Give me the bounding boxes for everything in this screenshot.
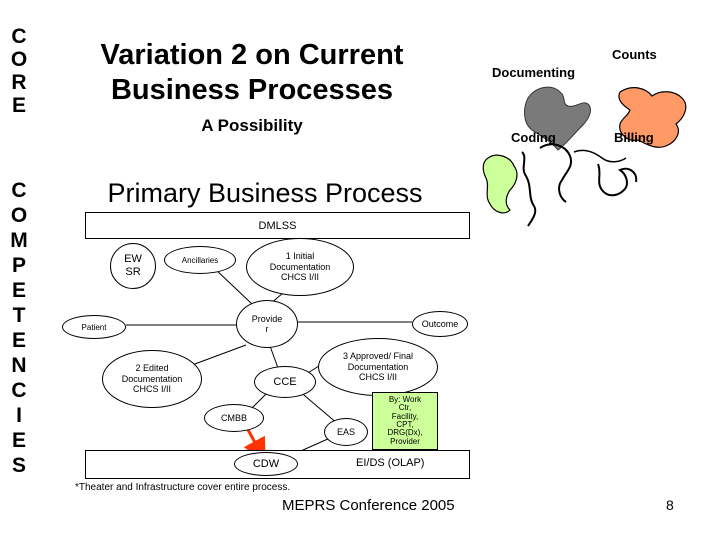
competencies-letter: M — [10, 229, 28, 252]
competencies-letter: E — [11, 279, 26, 302]
dmlss-label: DMLSS — [258, 219, 297, 232]
by-work-label: Ctr, — [398, 403, 412, 413]
cce-node: CCE — [254, 366, 316, 398]
ew-sr-label: SR — [125, 266, 141, 278]
cdw-red-arrow — [243, 425, 266, 463]
by-work-label: Facility, — [391, 411, 419, 421]
eids-label: EI/DS (OLAP) — [356, 457, 425, 469]
competencies-vertical-text: C O M P E T E N C I E S — [4, 180, 34, 476]
approved-documentation-label: 3 Approved/ Final — [342, 351, 414, 362]
by-work-box: By: Work Ctr, Facility, CPT, DRG(Dx), Pr… — [372, 392, 438, 450]
provider-label: r — [265, 324, 269, 334]
competencies-letter: I — [16, 404, 22, 427]
counts-label: Counts — [612, 47, 657, 62]
by-work-label: CPT, — [396, 420, 414, 429]
connector-line — [269, 345, 279, 369]
competencies-letter: O — [10, 204, 28, 227]
edited-documentation-label: CHCS I/II — [132, 384, 171, 395]
initial-documentation-label: CHCS I/II — [280, 272, 319, 283]
patient-label: Patient — [81, 322, 107, 332]
by-work-label: By: Work — [388, 394, 422, 404]
core-letter: O — [10, 48, 28, 71]
puzzle-outline-piece — [573, 149, 627, 163]
connector-line — [213, 267, 253, 305]
cmbb-label: CMBB — [220, 413, 247, 423]
cce-label: CCE — [273, 376, 297, 388]
approved-documentation-label: CHCS I/II — [358, 372, 397, 383]
page-number: 8 — [666, 497, 674, 513]
ew-sr-node: EW SR — [110, 243, 156, 289]
core-letter: E — [11, 94, 26, 117]
competencies-letter: N — [11, 354, 27, 377]
ancillaries-label: Ancillaries — [181, 255, 219, 265]
outcome-node: Outcome — [412, 311, 468, 337]
documenting-label: Documenting — [492, 65, 576, 80]
provider-node: Provide r — [236, 300, 298, 348]
ancillaries-node: Ancillaries — [164, 246, 236, 274]
competencies-letter: C — [11, 179, 27, 202]
competencies-letter: E — [11, 329, 26, 352]
patient-node: Patient — [62, 315, 126, 339]
footnote: *Theater and Infrastructure cover entire… — [75, 482, 291, 493]
eas-node: EAS — [324, 418, 368, 446]
puzzle-outline-piece — [521, 151, 537, 227]
competencies-letter: P — [11, 254, 26, 277]
ew-sr-label: EW — [124, 252, 142, 265]
puzzle-outline-piece — [597, 163, 638, 197]
edited-documentation-node: 2 Edited Documentation CHCS I/II — [102, 350, 202, 408]
dmlss-box: DMLSS — [85, 212, 470, 239]
core-letter: C — [11, 25, 27, 48]
competencies-letter: C — [11, 379, 27, 402]
section-heading: Primary Business Process — [107, 178, 423, 208]
page-subtitle: A Possibility — [201, 116, 303, 135]
competencies-letter: E — [11, 429, 26, 452]
core-letter: R — [11, 71, 27, 94]
cdw-node: CDW — [234, 452, 298, 476]
initial-documentation-label: Documentation — [269, 261, 331, 272]
approved-documentation-node: 3 Approved/ Final Documentation CHCS I/I… — [318, 338, 438, 396]
page-title: Variation 2 on Current Business Processe… — [62, 38, 442, 108]
page-title-line: Business Processes — [110, 73, 394, 106]
outcome-label: Outcome — [421, 319, 459, 329]
puzzle-outline-piece — [539, 143, 572, 203]
billing-label: Billing — [614, 130, 654, 145]
approved-documentation-label: Documentation — [347, 361, 409, 372]
initial-documentation-node: 1 Initial Documentation CHCS I/II — [246, 238, 354, 296]
core-vertical-text: C O R E — [4, 26, 34, 116]
cmbb-node: CMBB — [204, 404, 264, 432]
provider-label: Provide — [251, 313, 283, 324]
connector-line — [297, 389, 339, 425]
coding-label: Coding — [511, 130, 556, 145]
initial-documentation-label: 1 Initial — [285, 251, 315, 262]
conference-name: MEPRS Conference 2005 — [282, 497, 455, 514]
documenting-puzzle-piece — [524, 86, 591, 151]
edited-documentation-label: 2 Edited — [135, 363, 169, 374]
cdw-label: CDW — [252, 458, 280, 470]
competencies-letter: S — [11, 454, 26, 477]
edited-documentation-label: Documentation — [121, 373, 183, 384]
competencies-letter: T — [12, 304, 26, 327]
page-title-line: Variation 2 on Current — [100, 39, 404, 71]
eas-label: EAS — [336, 427, 355, 437]
puzzle-graphic — [482, 86, 687, 227]
by-work-label: Provider — [390, 436, 420, 446]
coding-puzzle-piece — [482, 154, 518, 214]
billing-puzzle-piece — [618, 87, 687, 148]
by-work-label: DRG(Dx), — [387, 428, 423, 438]
